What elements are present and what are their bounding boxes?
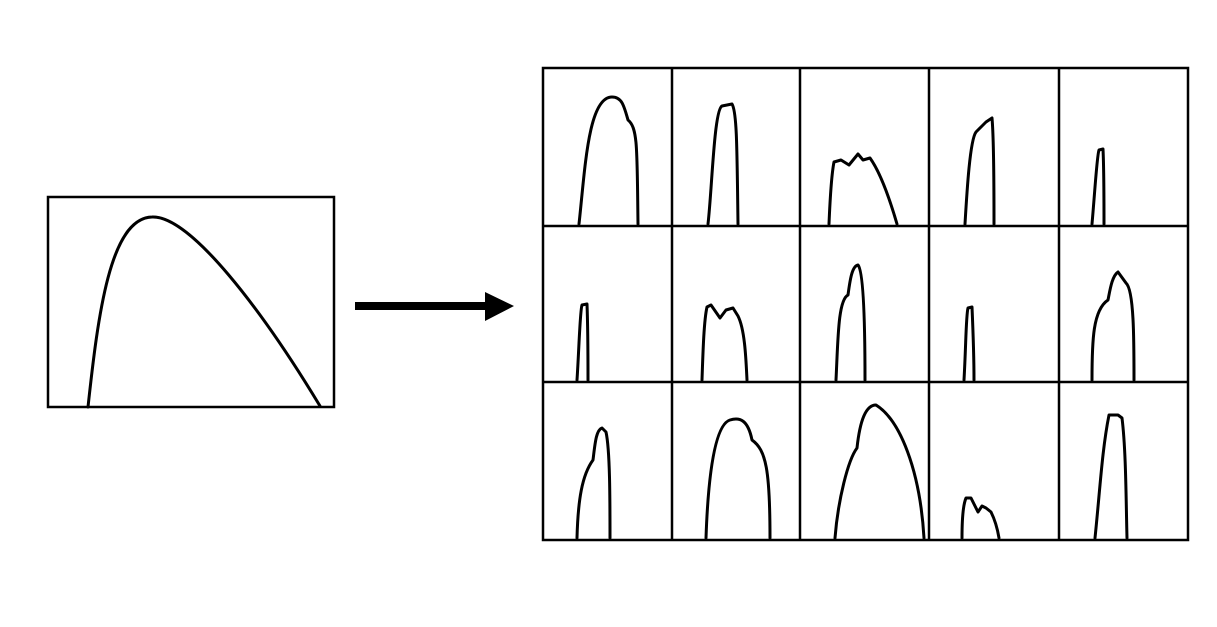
- arrow-right: [355, 292, 514, 321]
- arrow-head: [485, 292, 514, 321]
- grid-curve-r3c2: [704, 417, 772, 540]
- grid-curve-r1c5: [1090, 147, 1106, 226]
- source-panel: [46, 195, 336, 409]
- grid-curve-r1c3: [827, 152, 899, 226]
- grid-curve-r3c4: [960, 496, 1001, 540]
- grid-curve-r2c5: [1090, 270, 1136, 382]
- grid-curve-r2c3: [834, 263, 867, 382]
- grid-curve-r3c5: [1093, 413, 1129, 540]
- grid-curve-r1c2: [706, 102, 740, 226]
- grid-curve-r2c4: [962, 305, 976, 382]
- grid-curve-r3c3: [833, 403, 926, 540]
- grid-curve-r2c2: [700, 303, 749, 382]
- result-grid: [541, 66, 1190, 542]
- source-curve: [86, 215, 322, 409]
- grid-curve-r1c1: [577, 95, 640, 226]
- result-grid-frame: [541, 66, 1190, 542]
- grid-curve-r1c4: [963, 116, 996, 226]
- grid-curve-r2c1: [575, 302, 590, 382]
- source-panel-frame: [46, 195, 336, 409]
- grid-curve-r3c1: [575, 426, 612, 540]
